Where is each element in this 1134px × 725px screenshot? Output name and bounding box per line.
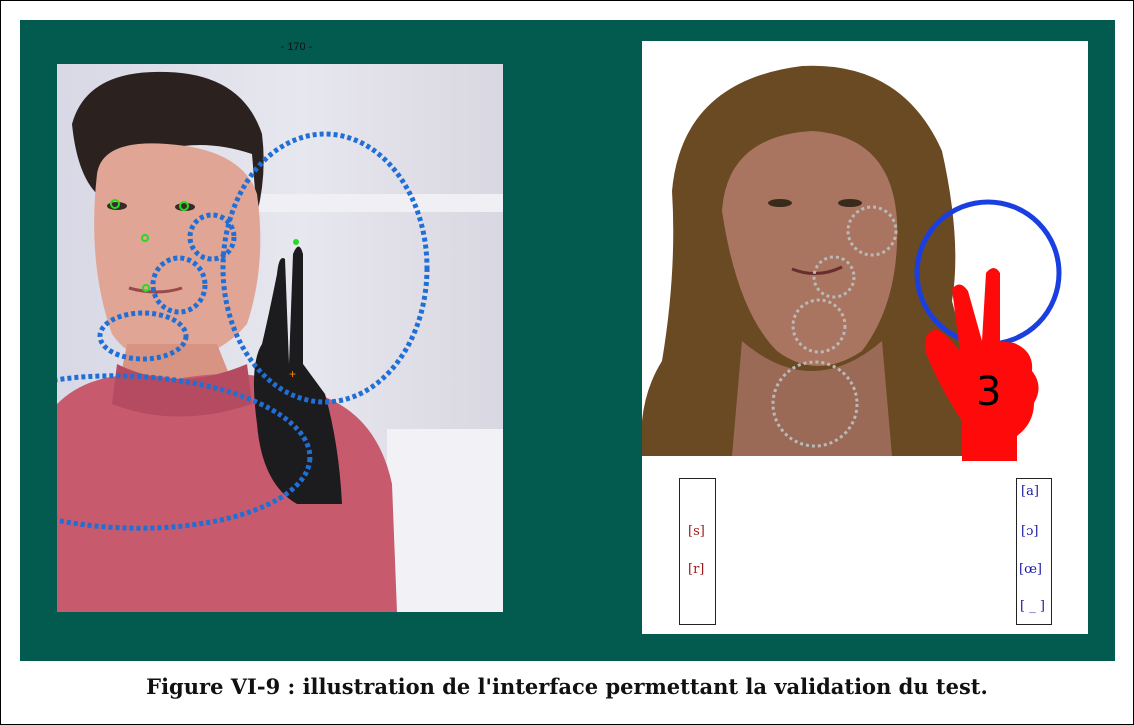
speaker-illustration: + (57, 71, 503, 612)
cued-speech-interface: 3 [s] [r] [a] [ɔ] [œ] [ _ ] (642, 41, 1088, 634)
target-zones (57, 131, 430, 531)
svg-text:+: + (289, 367, 296, 381)
hand-number: 3 (976, 369, 1002, 415)
interface-panel: - 170 - (20, 20, 1115, 661)
avatar-illustration (642, 65, 1062, 461)
figure-caption: Figure VI-9 : illustration de l'interfac… (146, 674, 988, 699)
consonant-s: [s] (688, 524, 705, 539)
red-hand (924, 268, 1039, 461)
speaker-photo: + (57, 64, 503, 612)
vowel-neutral: [ _ ] (1020, 599, 1045, 614)
avatar-zones (771, 205, 898, 448)
page-number: - 170 - (280, 41, 313, 53)
vowel-box (1016, 478, 1052, 625)
consonant-r: [r] (688, 562, 705, 577)
consonant-box (679, 478, 716, 625)
vowel-oe: [œ] (1019, 562, 1042, 577)
vowel-open-o: [ɔ] (1021, 524, 1039, 539)
vowel-a: [a] (1021, 484, 1039, 499)
